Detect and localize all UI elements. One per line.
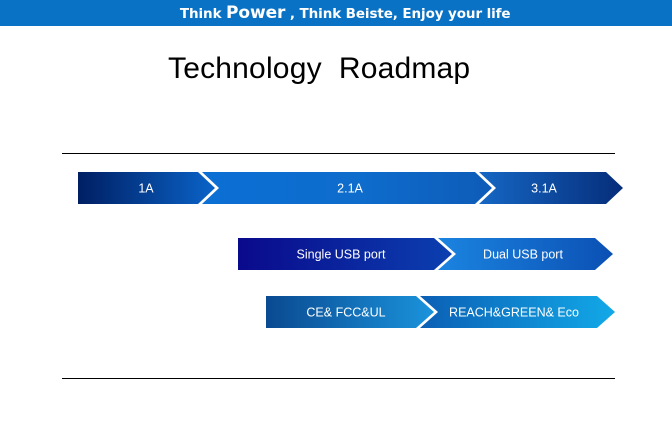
banner-emphasis: Power: [226, 2, 286, 23]
roadmap-row-usb-ports: Single USB port Dual USB port: [238, 236, 616, 272]
chevron-segment[interactable]: [78, 172, 215, 204]
banner-slogan: Think Power , Think Beiste, Enjoy your l…: [162, 0, 511, 53]
segment-label: Dual USB port: [483, 247, 563, 261]
segment-label: 2.1A: [337, 181, 363, 195]
banner-prefix: Think: [179, 5, 227, 22]
banner-suffix: , Think Beiste, Enjoy your life: [285, 5, 511, 22]
chevron-segment[interactable]: [420, 296, 615, 328]
segment-label: Single USB port: [297, 247, 386, 261]
header-banner: Think Power , Think Beiste, Enjoy your l…: [0, 0, 672, 26]
chevron-segment[interactable]: [238, 238, 452, 270]
top-divider-line: [62, 153, 615, 154]
segment-label: 3.1A: [531, 181, 557, 195]
chevron-segment[interactable]: [266, 296, 434, 328]
segment-label: CE& FCC&UL: [306, 305, 385, 319]
roadmap-row-current-rating: 1A 2.1A 3.1A: [78, 170, 626, 206]
segment-label: REACH&GREEN& Eco: [449, 305, 579, 319]
page-title: Technology Roadmap: [168, 52, 471, 85]
bottom-divider-line: [62, 378, 615, 379]
chevron-segment[interactable]: [202, 172, 492, 204]
roadmap-row-certifications: CE& FCC&UL REACH&GREEN& Eco: [266, 294, 618, 330]
chevron-segment[interactable]: [438, 238, 613, 270]
segment-label: 1A: [138, 181, 154, 195]
chevron-segment[interactable]: [479, 172, 623, 204]
